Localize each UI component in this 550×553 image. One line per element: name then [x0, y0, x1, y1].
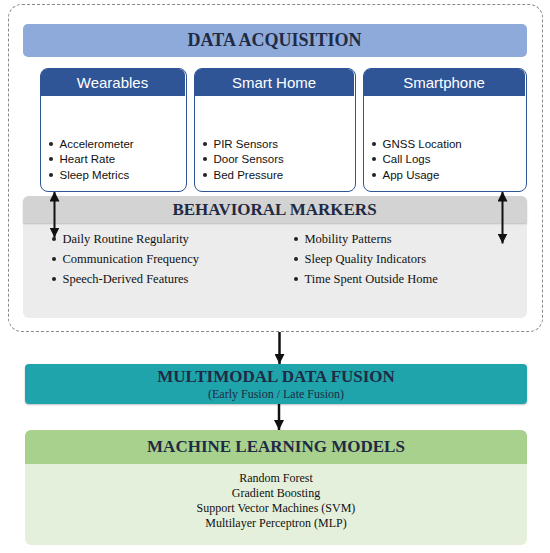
- bullet-item: Bed Pressure: [214, 167, 284, 183]
- pir-sensor-icon: [238, 97, 262, 131]
- band-header: BEHAVIORAL MARKERS: [23, 196, 527, 223]
- bullet-item: Accelerometer: [60, 136, 134, 152]
- bullet-item: Door Sensors: [214, 151, 284, 167]
- marker-item: Time Spent Outside Home: [305, 271, 438, 287]
- wristband-icon: [69, 102, 113, 124]
- marker-item: Speech-Derived Features: [63, 271, 189, 287]
- band-title: MULTIMODAL DATA FUSION: [25, 367, 527, 387]
- model-item: Support Vector Machines (SVM): [25, 501, 527, 516]
- flow-arrow: [54, 192, 56, 238]
- fitness-tracker-icon: [117, 101, 159, 123]
- door-sensor-icon: [268, 96, 314, 132]
- data-acquisition-group: WearablesAccelerometerHeart RateSleep Me…: [8, 4, 543, 332]
- band-subtitle: (Early Fusion / Late Fusion): [25, 387, 527, 402]
- bullet-item: Heart Rate: [60, 151, 116, 167]
- bullet-item: GNSS Location: [383, 136, 462, 152]
- box-header: Smart Home: [195, 69, 354, 96]
- model-item: Random Forest: [25, 471, 527, 486]
- source-box: WearablesAccelerometerHeart RateSleep Me…: [40, 68, 187, 192]
- source-box: SmartphoneGNSS LocationCall LogsApp Usag…: [363, 68, 527, 192]
- source-box: Smart HomePIR SensorsDoor SensorsBed Pre…: [194, 68, 356, 192]
- bullet-item: Call Logs: [383, 151, 431, 167]
- flow-arrow: [278, 404, 281, 430]
- models-band: MACHINE LEARNING MODELS Random ForestGrad…: [25, 430, 527, 545]
- marker-item: Mobility Patterns: [305, 231, 392, 247]
- box-header: Wearables: [41, 69, 185, 96]
- band-header: MACHINE LEARNING MODELS: [25, 430, 527, 464]
- section-heading: DATA ACQUISITION: [23, 24, 527, 57]
- fusion-band: MULTIMODAL DATA FUSION(Early Fusion / La…: [25, 364, 527, 404]
- model-item: Multilayer Perceptron (MLP): [25, 516, 527, 531]
- bullet-item: PIR Sensors: [214, 136, 279, 152]
- marker-item: Communication Frequency: [63, 251, 199, 267]
- smartphone-icon: [434, 97, 452, 132]
- bullet-item: Sleep Metrics: [60, 167, 130, 183]
- flow-arrow: [502, 192, 504, 244]
- marker-item: Sleep Quality Indicators: [305, 251, 427, 267]
- flow-arrow: [278, 332, 281, 364]
- box-header: Smartphone: [364, 69, 525, 96]
- markers-band: BEHAVIORAL MARKERS Daily Routine Regulari…: [23, 196, 527, 318]
- bullet-item: App Usage: [383, 167, 440, 183]
- marker-item: Daily Routine Regularity: [63, 231, 189, 247]
- model-item: Gradient Boosting: [25, 486, 527, 501]
